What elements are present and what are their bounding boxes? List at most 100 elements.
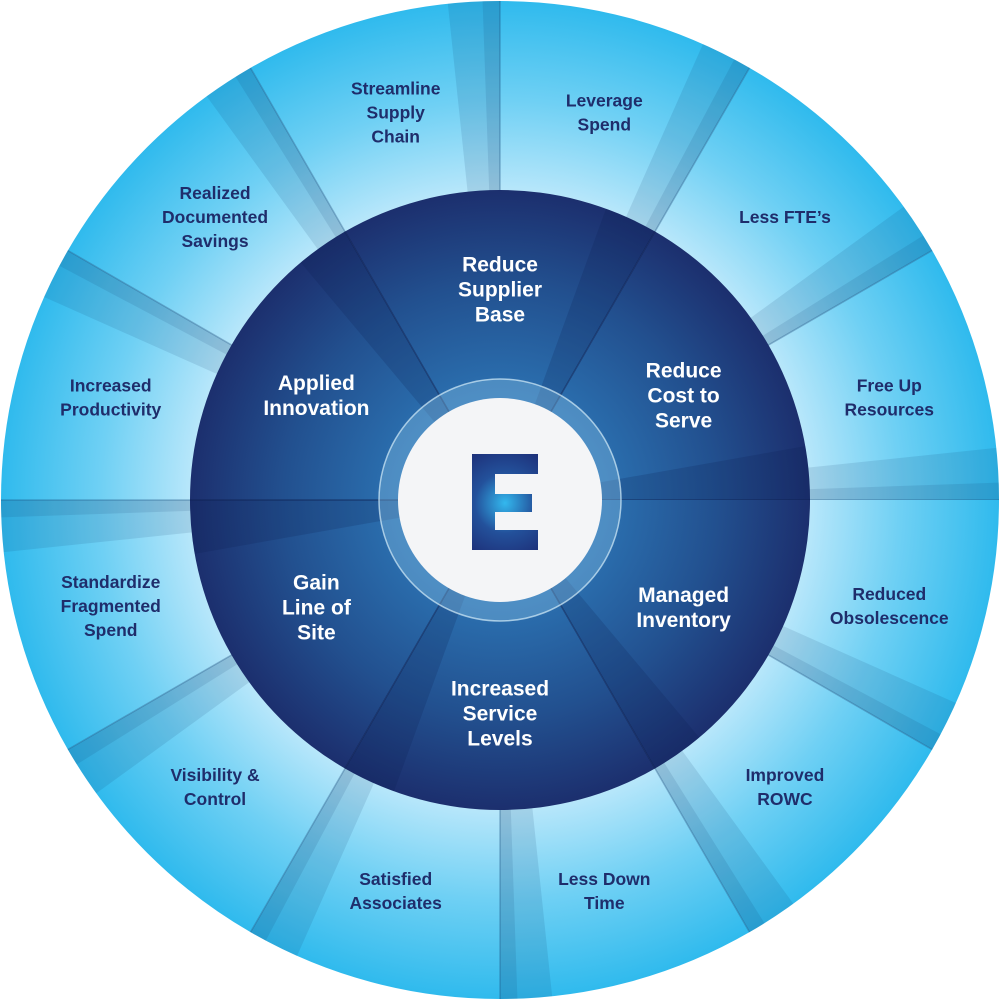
- segment-shadow: [640, 59, 750, 241]
- segment-shadow: [754, 235, 933, 350]
- inner-segment: [345, 190, 655, 500]
- outer-segment: [650, 67, 933, 350]
- outer-segment-label-line: Standardize: [61, 572, 160, 592]
- outer-segment-label-line: Increased: [70, 376, 152, 396]
- segment-shadow: [1, 500, 201, 518]
- outer-segment-label-line: Leverage: [566, 91, 643, 111]
- inner-segment: [190, 500, 500, 769]
- inner-segment-label-line: Reduce: [646, 359, 722, 382]
- segment-shadow: [759, 622, 956, 750]
- inner-segment-label-line: Levels: [467, 727, 532, 750]
- segment-shadow: [67, 650, 246, 765]
- inner-segment-label-line: Gain: [293, 571, 340, 594]
- segment-shadow: [500, 799, 518, 999]
- inner-segment-label-line: Service: [463, 702, 538, 725]
- segment-shadow: [759, 640, 941, 750]
- outer-segment-label-line: ROWC: [757, 789, 813, 809]
- e-logo-icon: [472, 454, 538, 550]
- outer-segment: [67, 67, 350, 350]
- outer-segment-label-line: Associates: [349, 893, 442, 913]
- inner-segment-label-line: Base: [475, 303, 525, 326]
- inner-segment-label-line: Site: [297, 621, 336, 644]
- segment-shadow: [1, 500, 202, 553]
- segment-shadow: [799, 482, 999, 500]
- segment-shadow: [500, 798, 553, 999]
- outer-segment-label-line: Improved: [746, 765, 825, 785]
- inner-segment-label-line: Serve: [655, 409, 712, 432]
- outer-segment-label-line: Savings: [181, 231, 248, 251]
- outer-segment: [759, 500, 999, 750]
- inner-segment: [190, 231, 500, 501]
- segment-shadow: [235, 67, 350, 246]
- outer-segment: [1, 250, 241, 500]
- segment-shadow: [622, 44, 750, 241]
- segment-shadow: [447, 1, 500, 202]
- inner-segment-label-line: Inventory: [636, 609, 731, 632]
- inner-segment-label-line: Reduce: [462, 253, 538, 276]
- outer-segment-label-line: Reduced: [852, 584, 926, 604]
- outer-segment-label-line: Fragmented: [61, 596, 161, 616]
- outer-segment: [67, 650, 350, 933]
- inner-segment-label-line: Line of: [282, 596, 352, 619]
- segment-shadow: [650, 754, 765, 933]
- inner-segment: [345, 500, 655, 811]
- outer-segment-label-line: Less Down: [558, 869, 650, 889]
- inner-segment-label-line: Increased: [451, 677, 549, 700]
- outer-segment-label-line: Obsolescence: [830, 608, 949, 628]
- outer-segment: [250, 759, 500, 999]
- outer-segment: [650, 650, 933, 933]
- outer-segment-label-line: Control: [184, 789, 246, 809]
- segment-shadow: [250, 759, 378, 956]
- segment-shadow: [44, 250, 241, 378]
- outer-segment-label-line: Chain: [371, 127, 420, 147]
- inner-segment-label-line: Cost to: [647, 384, 719, 407]
- segment-shadow: [206, 67, 350, 258]
- outer-segment-label-line: Streamline: [351, 79, 441, 99]
- inner-segment: [500, 500, 810, 769]
- outer-segment: [250, 1, 500, 241]
- segment-shadow: [250, 759, 360, 941]
- outer-segment: [759, 250, 999, 500]
- inner-segment: [500, 231, 810, 501]
- outer-segment-label-line: Resources: [845, 400, 935, 420]
- outer-segment-label-line: Time: [584, 893, 625, 913]
- outer-segment-label: Less FTE’s: [739, 207, 831, 227]
- segment-shadow: [59, 250, 241, 360]
- outer-segment-label: Visibility & Control: [170, 765, 260, 809]
- segment-shadow: [482, 1, 500, 201]
- outer-segment-label-line: Spend: [84, 620, 137, 640]
- outer-segment-label-line: Supply: [367, 103, 426, 123]
- outer-segment-label-line: Realized: [180, 183, 251, 203]
- segment-shadow: [798, 447, 999, 500]
- segment-shadow: [650, 742, 794, 933]
- inner-segment-label-line: Managed: [638, 584, 729, 607]
- outer-segment: [500, 1, 750, 241]
- outer-segment: [500, 759, 750, 999]
- outer-segment-label-line: Satisfied: [359, 869, 432, 889]
- inner-segment-label-line: Supplier: [458, 278, 542, 301]
- outer-segment: [1, 500, 241, 750]
- outer-segment-label-line: Visibility &: [170, 765, 260, 785]
- outer-segment-label-line: Less FTE’s: [739, 207, 831, 227]
- outer-segment-label-line: Documented: [162, 207, 268, 227]
- segment-shadow: [742, 206, 933, 350]
- outer-segment-label-line: Spend: [578, 115, 631, 135]
- inner-segment-label-line: Applied: [278, 372, 355, 395]
- segment-shadow: [67, 650, 258, 794]
